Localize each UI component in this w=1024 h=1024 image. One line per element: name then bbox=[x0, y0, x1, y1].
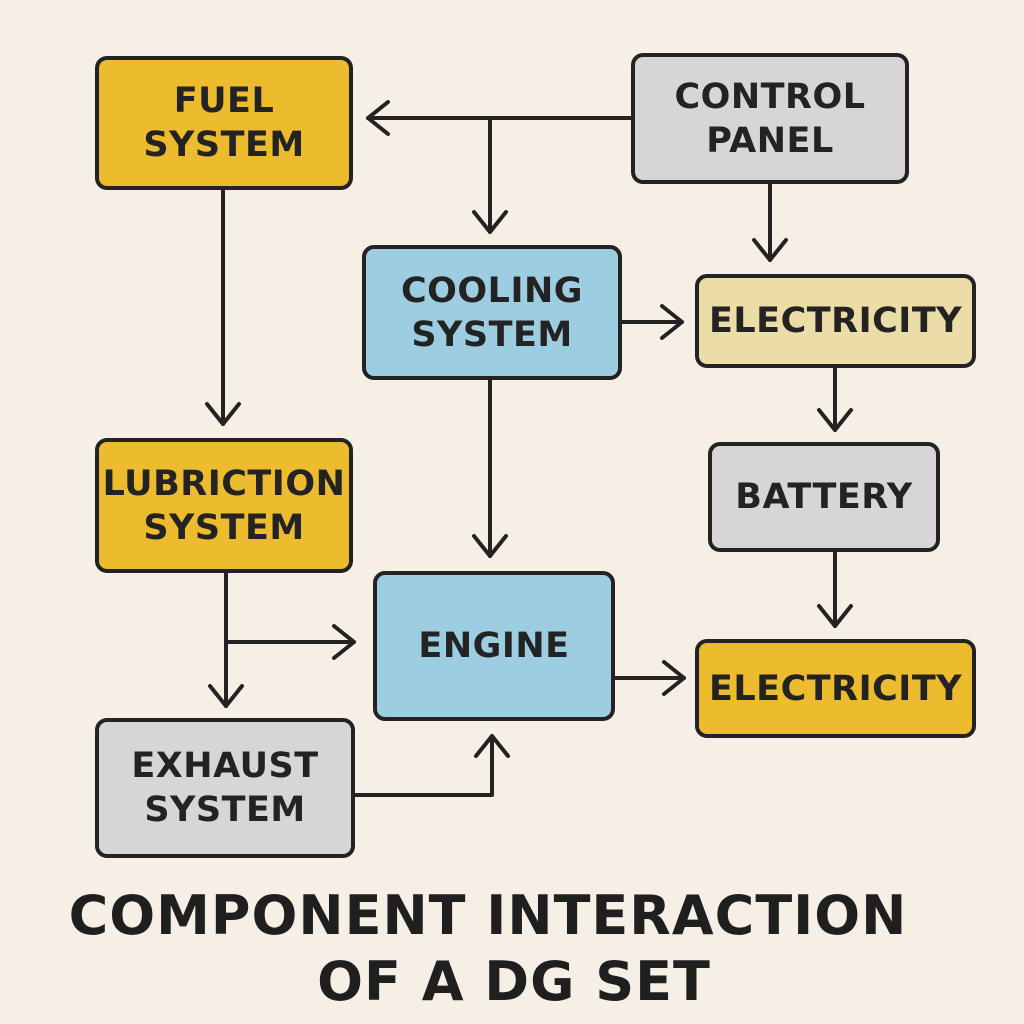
electricity-bottom-box: ELECTRICITY bbox=[695, 639, 976, 738]
battery-box: BATTERY bbox=[708, 442, 940, 552]
cooling-system-box: COOLING SYSTEM bbox=[362, 245, 622, 380]
exhaust-system-box: EXHAUST SYSTEM bbox=[95, 718, 355, 858]
arrowhead-electricity-right bbox=[662, 660, 686, 696]
arrowhead-electricity-side bbox=[660, 304, 684, 340]
exhaust-system-label-line1: EXHAUST bbox=[131, 746, 319, 786]
fuel-system-label-line1: FUEL bbox=[173, 81, 275, 121]
control-panel-label-line1: CONTROL bbox=[674, 76, 866, 117]
arrowhead-fuel bbox=[366, 100, 390, 136]
battery-label: BATTERY bbox=[735, 477, 913, 517]
diagram-title-line2: OF A DG SET bbox=[317, 950, 711, 1013]
electricity-bottom-label: ELECTRICITY bbox=[708, 668, 963, 709]
arrow-exhaust-to-engine bbox=[353, 734, 494, 797]
arrowhead-electricity-top bbox=[752, 238, 788, 262]
arrowhead-exhaust bbox=[208, 684, 244, 708]
lubrication-system-box: LUBRICTION SYSTEM bbox=[95, 438, 353, 573]
cooling-system-label-line2: SYSTEM bbox=[411, 314, 573, 355]
cooling-system-label-line1: COOLING bbox=[400, 270, 584, 311]
arrowhead-engine-bottom bbox=[474, 734, 510, 758]
fuel-system-label-line2: SYSTEM bbox=[143, 125, 305, 165]
lubrication-system-label-line2: SYSTEM bbox=[143, 507, 305, 548]
electricity-top-label: ELECTRICITY bbox=[708, 301, 963, 341]
arrowhead-electricity-bottom bbox=[817, 604, 853, 628]
engine-box: ENGINE bbox=[373, 571, 615, 721]
arrow-lubrication-to-engine bbox=[224, 571, 356, 644]
control-panel-label-line2: PANEL bbox=[706, 120, 834, 161]
diagram-title-line1: COMPONENT INTERACTION bbox=[68, 884, 908, 947]
arrowhead-lubrication bbox=[205, 402, 241, 426]
fuel-system-box: FUEL SYSTEM bbox=[95, 56, 353, 190]
engine-label: ENGINE bbox=[418, 626, 570, 666]
control-panel-box: CONTROL PANEL bbox=[631, 53, 909, 184]
arrowhead-battery bbox=[817, 408, 853, 432]
exhaust-system-label-line2: SYSTEM bbox=[144, 790, 306, 830]
arrowhead-engine-top bbox=[472, 534, 508, 558]
electricity-top-box: ELECTRICITY bbox=[695, 274, 976, 368]
arrowhead-engine-left bbox=[332, 624, 356, 660]
arrowhead-cooling bbox=[472, 210, 508, 234]
lubrication-system-label-line1: LUBRICTION bbox=[102, 463, 346, 504]
